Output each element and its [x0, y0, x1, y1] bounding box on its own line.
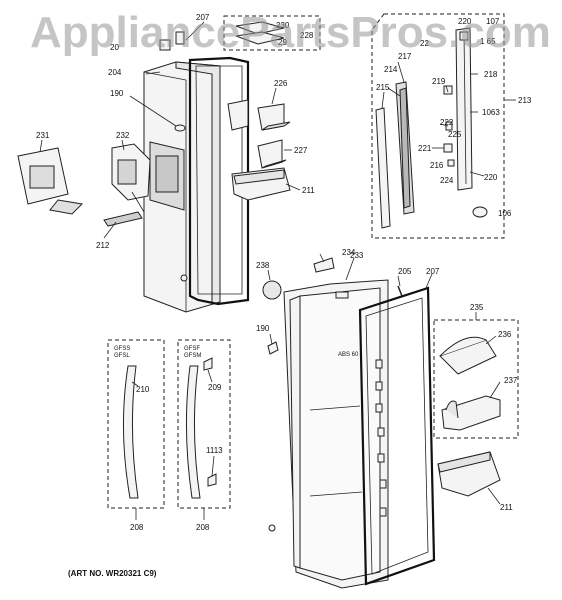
screw-bottom	[268, 524, 276, 532]
label-211-upper: 211	[302, 186, 315, 195]
door-inner-shelf-strip	[227, 99, 249, 131]
label-204: 204	[108, 68, 122, 77]
handle-kit-left-model-2: GFSL	[114, 353, 130, 359]
handle-kit-right-model-2: GFSM	[184, 353, 201, 359]
label-106: 106	[498, 209, 512, 218]
label-238: 238	[256, 261, 270, 270]
handle-right-209	[185, 357, 217, 499]
fresh-food-door-gasket	[358, 286, 436, 586]
label-165: 1 65	[480, 37, 496, 46]
label-236: 236	[498, 330, 512, 339]
dispenser-cover-231	[17, 147, 84, 215]
screw-190-lower	[267, 333, 279, 355]
label-207-top: 207	[196, 13, 210, 22]
label-220-bottom: 220	[484, 173, 498, 182]
hinge-234	[313, 257, 349, 299]
top-hinge-parts	[159, 15, 321, 51]
bin-237	[441, 395, 501, 431]
part-212	[103, 211, 143, 227]
label-234: 234	[342, 248, 356, 257]
label-218: 218	[484, 70, 498, 79]
freezer-door-gasket	[188, 56, 250, 306]
label-235: 235	[470, 303, 484, 312]
door-bin-211-upper	[231, 167, 291, 201]
handle-kit-left-model-1: GFSS	[114, 346, 130, 352]
label-237: 237	[504, 376, 518, 385]
label-214: 214	[384, 65, 398, 74]
label-219: 219	[432, 77, 446, 86]
label-20: 20	[110, 43, 119, 52]
label-222: 222	[440, 118, 454, 127]
label-227: 227	[294, 146, 308, 155]
trim-strip-215	[375, 107, 391, 229]
label-217: 217	[398, 52, 412, 61]
label-107: 107	[486, 17, 500, 26]
label-230: 230	[276, 21, 290, 30]
door-bin-226	[257, 103, 291, 131]
label-233: 233	[350, 251, 364, 260]
label-210: 210	[136, 385, 150, 394]
freezer-door-shell	[143, 61, 221, 313]
dispenser-module-232	[111, 143, 151, 213]
screw-190-upper	[129, 95, 186, 132]
part-238-cap	[262, 280, 282, 300]
label-208-right: 208	[196, 523, 210, 532]
label-231: 231	[36, 131, 50, 140]
handle-left-210	[122, 365, 139, 499]
label-220-top: 220	[458, 17, 472, 26]
door-bin-211-lower	[437, 451, 501, 497]
trim-small-parts	[443, 31, 469, 167]
gasket-clips	[375, 359, 387, 517]
label-216: 216	[430, 161, 444, 170]
label-22: 22	[420, 39, 429, 48]
handle-kit-right-model-1: GFSF	[184, 346, 200, 352]
label-221: 221	[418, 144, 432, 153]
part-205	[397, 285, 403, 297]
label-190-lower: 190	[256, 324, 270, 333]
label-211-lower: 211	[500, 503, 513, 512]
label-190-upper: 190	[110, 89, 124, 98]
handle-bar-218	[455, 27, 473, 191]
label-1063: 1063	[482, 108, 500, 117]
door-abs-label: ABS 60	[338, 352, 359, 358]
fresh-food-door-shell	[283, 279, 389, 589]
label-225: 225	[448, 130, 462, 139]
label-1113: 1113	[206, 446, 223, 455]
trim-strip-214	[395, 81, 415, 215]
part-106	[472, 206, 488, 218]
label-224: 224	[440, 176, 454, 185]
label-208-left: 208	[130, 523, 144, 532]
label-232: 232	[116, 131, 130, 140]
label-212: 212	[96, 241, 110, 250]
trim-kit-box-213	[371, 13, 505, 239]
label-205: 205	[398, 267, 412, 276]
art-number: (ART NO. WR20321 C9)	[68, 569, 157, 578]
part-labels: 20 207 230 29 228 204 190 226 227 211 23…	[36, 13, 532, 532]
label-215: 215	[376, 83, 390, 92]
label-229: 29	[278, 38, 287, 47]
label-228: 228	[300, 31, 314, 40]
label-226: 226	[274, 79, 288, 88]
door-bin-227	[257, 139, 287, 169]
label-213: 213	[518, 96, 532, 105]
label-209: 209	[208, 383, 222, 392]
bin-cover-236	[439, 336, 497, 375]
label-207-lower: 207	[426, 267, 440, 276]
leader-lines	[39, 21, 501, 520]
